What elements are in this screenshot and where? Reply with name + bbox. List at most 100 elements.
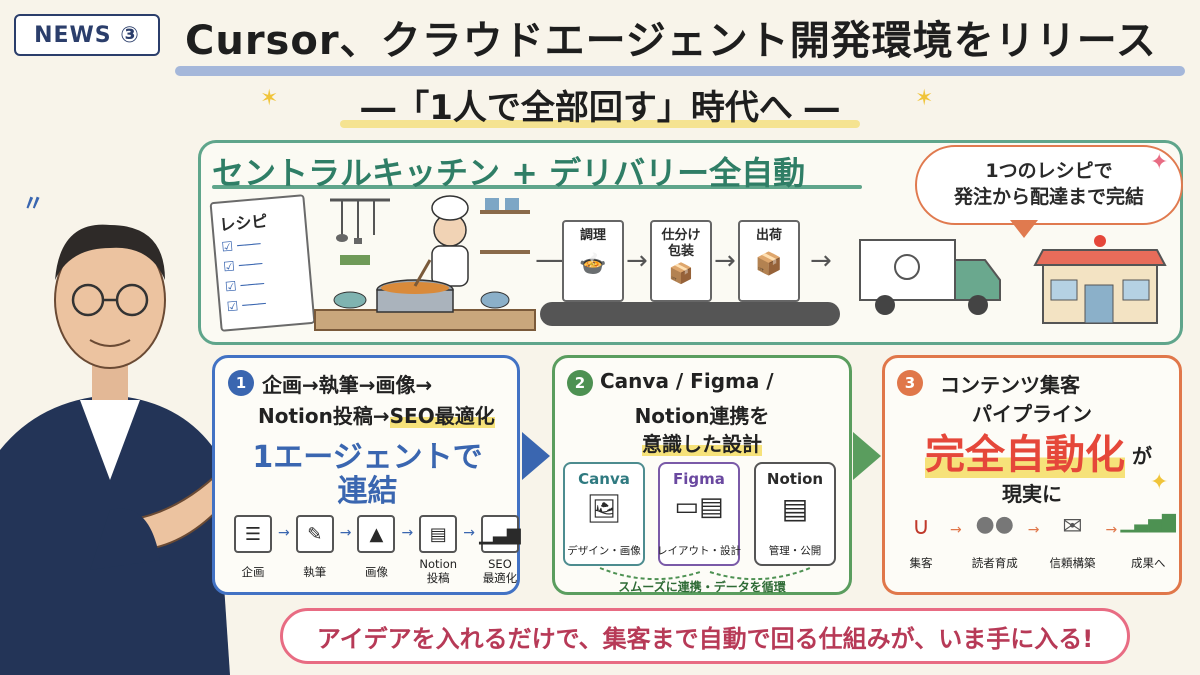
image-edit-icon: 🖼 (586, 492, 622, 525)
arrow-right-icon: → (714, 246, 736, 276)
page-subtitle: ―「1人で全部回す」時代へ ― (361, 88, 839, 128)
page-title: Cursor、クラウドエージェント開発環境をリリース (185, 18, 1157, 64)
flow-arrow-icon (522, 432, 550, 480)
step-label: 調理 (579, 228, 606, 243)
bubble-line-1: 1つのレシピで (985, 160, 1113, 183)
notion-page-icon: ▤ (419, 515, 458, 553)
delivery-truck-icon (859, 239, 1001, 315)
arrow-right-icon: → (950, 522, 962, 538)
presenter-illustration (0, 224, 230, 675)
pipeline-label: 読者育成 (971, 556, 1018, 570)
pipeline-label: 企画 (241, 565, 265, 579)
document-icon: ☰ (234, 515, 272, 553)
document-icon: ▤ (781, 492, 809, 525)
pipeline-item: ☰ 企画 (232, 515, 274, 579)
card3-headline: 完全自動化 (925, 422, 1125, 480)
title-underline (175, 66, 1185, 76)
kitchen-heading: セントラルキッチン + デリバリー全自動 (212, 154, 806, 192)
card1-headline-2: 連結 (337, 474, 398, 509)
pipeline-item: ∪ 集客 (898, 512, 944, 570)
pipeline-item: ▤ Notion 投稿 (417, 515, 459, 586)
pipeline-label: 執筆 (303, 565, 327, 579)
sparkle-icon: ✶ (915, 86, 934, 111)
pot-icon: 🍲 (579, 251, 607, 277)
card1-line2a: Notion投稿→ (258, 404, 390, 428)
tool-figma: Figma ▭▤ レイアウト・設計 (657, 462, 741, 566)
sparkle-icon: ✶ (260, 86, 279, 111)
recipe-label: レシピ (218, 211, 269, 235)
box-icon: 📦 (668, 261, 694, 286)
layout-icon: ▭▤ (674, 492, 724, 522)
pipeline-label: 成果へ (1130, 556, 1166, 570)
card1-pipeline: ☰ 企画 → ✎ 執筆 → ▲ 画像 → ▤ Notion 投稿 → ▁▃▆ S… (232, 515, 521, 586)
card3-headline-text: 完全自動化 (925, 432, 1125, 478)
kitchen-heading-underline (212, 185, 862, 189)
tool-notion: Notion ▤ 管理・公開 (754, 462, 836, 566)
card2-line3-text: 意識した設計 (642, 432, 762, 456)
arrow-right-icon: → (626, 246, 648, 276)
card1-line2: Notion投稿→SEO最適化 (258, 400, 495, 429)
pipeline-label: 画像 (364, 565, 388, 579)
step-packing: 仕分け 包装 📦 (650, 220, 712, 302)
arrow-right-icon: → (339, 525, 352, 541)
check-icon: ☑ ─── (224, 276, 265, 296)
tool-title: Figma (673, 470, 725, 488)
pipeline-item: ●● 読者育成 (968, 512, 1022, 570)
card3-line2: パイプライン (972, 402, 1092, 426)
bubble-tail (1010, 220, 1038, 238)
card2-note: スムーズに連携・データを循環 (618, 580, 786, 594)
pipeline-item: ✉ 信頼構築 (1045, 512, 1099, 570)
arrow-right-icon: → (1105, 522, 1118, 538)
conveyor-belt (540, 302, 840, 326)
step-cooking: 調理 🍲 (562, 220, 624, 302)
step-label: 仕分け 包装 (661, 228, 701, 259)
news-badge: NEWS ③ (14, 14, 160, 56)
box-icon: 📦 (755, 251, 783, 277)
step-label: 出荷 (755, 228, 782, 243)
pipeline-label: Notion 投稿 (419, 557, 458, 586)
envelope-icon: ✉ (1062, 512, 1083, 540)
arrow-right-icon: → (463, 525, 475, 541)
emphasis-lines-icon: 〃 (22, 192, 45, 217)
card3-suffix: が (1132, 444, 1152, 468)
arrow-right-icon: → (401, 525, 414, 541)
footer-banner: アイデアを入れるだけで、集客まで自動で回る仕組みが、いま手に入る! (280, 608, 1130, 664)
card-agent-chain (212, 355, 520, 595)
sparkle-icon: ✦ (1150, 470, 1169, 495)
tool-title: Canva (578, 470, 630, 488)
growth-chart-icon: ▁▃▆ (479, 515, 521, 553)
step-shipping: 出荷 📦 (738, 220, 800, 302)
card2-line1: Canva / Figma / (600, 369, 774, 393)
bubble-line-2: 発注から配達まで完結 (953, 186, 1144, 208)
sync-arrows-icon (599, 567, 811, 581)
card3-line4: 現実に (1002, 482, 1062, 506)
check-icon: ☑ ─── (222, 257, 264, 276)
people-icon: ●● (975, 512, 1014, 537)
card3-line1: コンテンツ集客 (940, 373, 1080, 397)
storefront-icon (1033, 235, 1167, 324)
arrow-right-icon: → (1027, 522, 1040, 538)
pipeline-item: ▲ 画像 (355, 515, 397, 579)
magnet-icon: ∪ (912, 512, 930, 540)
arrow-right-icon: → (278, 525, 290, 541)
sparkle-icon: ✦ (1150, 150, 1169, 175)
flow-arrow-icon (853, 432, 881, 480)
card1-line1: 企画→執筆→画像→ (262, 373, 433, 397)
pipeline-item: ✎ 執筆 (294, 515, 336, 579)
tool-title: Notion (766, 470, 824, 488)
pipeline-label: 集客 (909, 556, 933, 570)
pen-icon: ✎ (295, 515, 334, 553)
step-number-badge: 1 (228, 370, 254, 396)
pipeline-item: ▁▃▆ SEO 最適化 (479, 515, 521, 586)
step-number-badge: 2 (567, 370, 593, 396)
card1-headline-1: 1エージェントで (252, 440, 483, 475)
pipeline-label: SEO 最適化 (482, 557, 518, 586)
check-icon: ☑ ─── (220, 237, 262, 256)
card1-line2b: SEO最適化 (389, 404, 495, 428)
card2-line3: 意識した設計 (552, 428, 852, 457)
pipeline-item: ▁▃▅▇ 成果へ (1121, 512, 1176, 570)
tool-caption: 管理・公開 (768, 545, 822, 557)
arrow-right-icon: → (810, 246, 832, 276)
step-number-badge: 3 (897, 370, 923, 396)
tool-canva: Canva 🖼 デザイン・画像 (563, 462, 645, 566)
